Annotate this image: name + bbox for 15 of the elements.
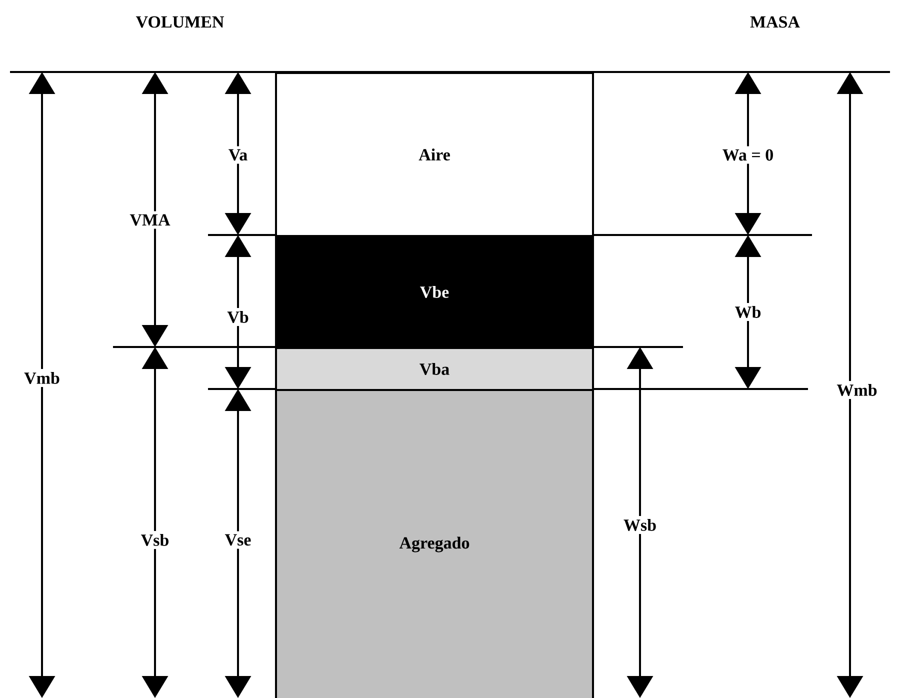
dimension-label: Vmb <box>21 368 63 388</box>
dimension-label: Vsb <box>138 530 172 550</box>
dimension-label: Va <box>225 146 251 164</box>
dimension-label: Wmb <box>834 380 880 400</box>
dimension-label: VMA <box>126 211 174 229</box>
dimension-label: Wsb <box>620 516 660 534</box>
column-heading: MASA <box>750 16 800 28</box>
dimension-label: Vse <box>222 531 254 549</box>
layer-band: Vba <box>275 347 594 391</box>
dimension-label: Wb <box>732 302 764 322</box>
column-heading: VOLUMEN <box>136 16 224 28</box>
dimension-label: Wa = 0 <box>719 146 777 164</box>
layer-band: Agregado <box>275 389 594 698</box>
layer-band: Aire <box>275 72 594 237</box>
dimension-label: Vb <box>224 308 252 326</box>
